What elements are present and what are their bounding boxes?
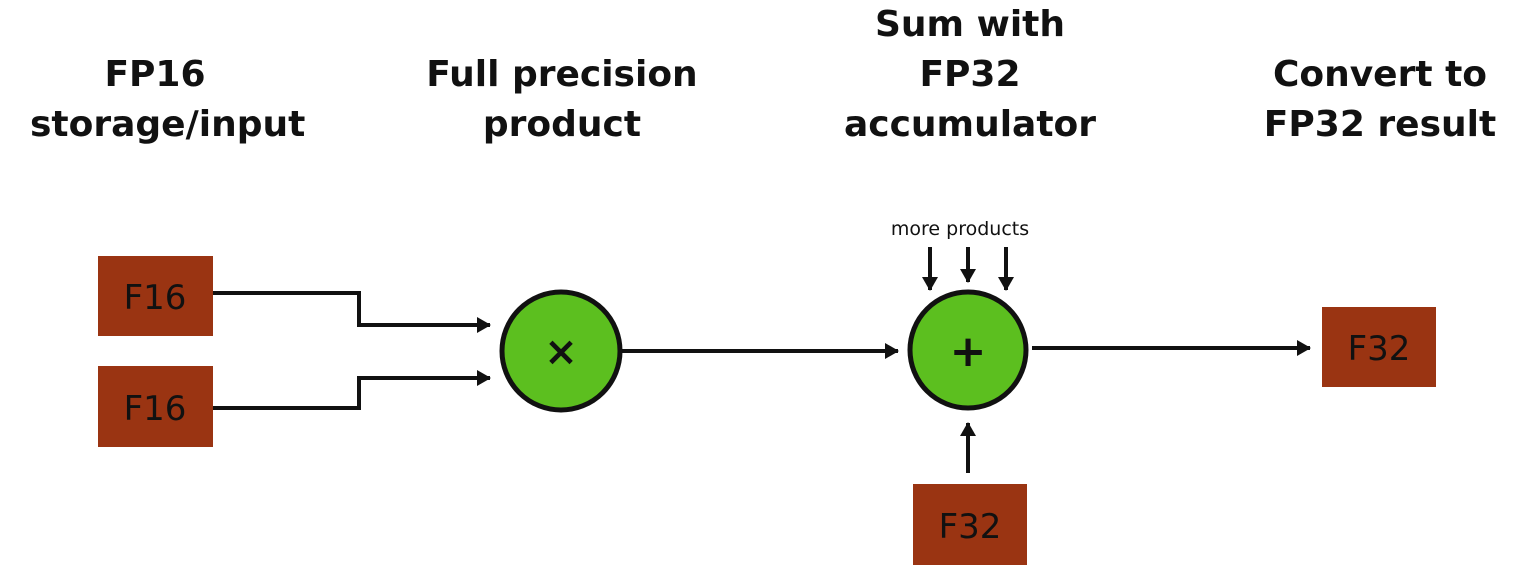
add-symbol: + (950, 326, 987, 377)
box-result-label: F32 (1348, 329, 1411, 369)
heading-sum-line2: FP32 (919, 54, 1021, 95)
heading-sum-line1: Sum with (874, 4, 1066, 45)
connector-input-b-to-multiply (213, 370, 491, 410)
heading-fp16-input-line2: storage/input (30, 104, 306, 145)
heading-sum-accumulator: Sum with FP32 accumulator (830, 0, 1110, 150)
box-accumulator: F32 (913, 484, 1027, 565)
heading-sum-line3: accumulator (843, 104, 1097, 145)
more-products-label: more products (891, 218, 1029, 240)
connectors (213, 247, 1311, 473)
heading-fp16-input-line1: FP16 (104, 54, 206, 95)
box-accumulator-label: F32 (939, 507, 1002, 547)
heading-convert-result: Convert to FP32 result (1250, 50, 1510, 150)
box-input-a-label: F16 (124, 278, 187, 318)
heading-convert-line2: FP32 result (1263, 104, 1497, 145)
multiply-node: × (499, 289, 623, 413)
box-input-b-label: F16 (124, 389, 187, 429)
heading-full-precision-product: Full precision product (412, 50, 712, 150)
connector-input-a-to-multiply (213, 291, 491, 333)
heading-product-line2: product (482, 104, 642, 145)
multiply-symbol: × (544, 329, 578, 375)
heading-fp16-input: FP16 storage/input (30, 50, 306, 150)
box-input-a: F16 (98, 256, 213, 336)
box-input-b: F16 (98, 366, 213, 447)
add-node: + (907, 289, 1029, 411)
heading-convert-line1: Convert to (1272, 54, 1488, 95)
box-result: F32 (1322, 307, 1436, 387)
heading-product-line1: Full precision (426, 54, 698, 95)
